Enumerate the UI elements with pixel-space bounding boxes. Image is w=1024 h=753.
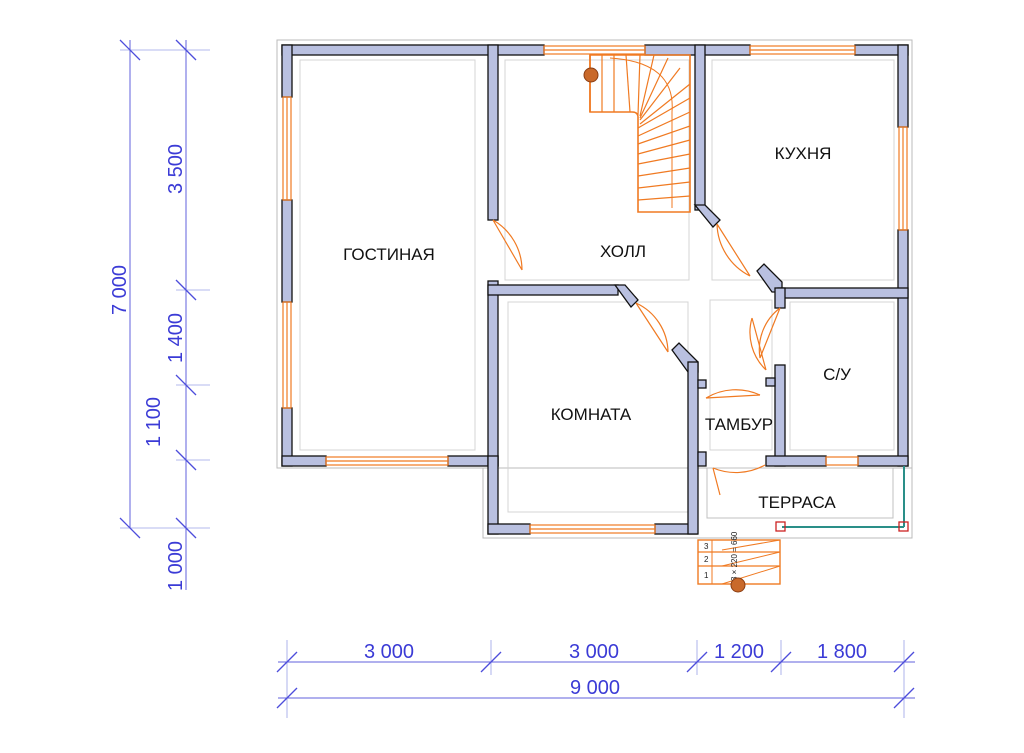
wall-segment: [693, 204, 721, 228]
left-dimensions: 7 000 3 500 1 400 1 100 1 000: [109, 39, 210, 591]
room-label-hall: ХОЛЛ: [600, 242, 646, 261]
wall-segment: [487, 523, 531, 535]
step-note: 3 × 220 = 660: [730, 531, 739, 581]
dimension-width-2: 3 000: [569, 641, 619, 663]
dimension-height-2: 1 400: [165, 313, 187, 363]
wall-segment: [897, 44, 909, 128]
windows: [282, 45, 908, 534]
wall-segment: [487, 44, 499, 221]
door-terrace: [712, 464, 766, 496]
wall-segment: [697, 379, 707, 389]
wall-segment: [281, 44, 545, 56]
porch-steps: 3 2 1 3 × 220 = 660: [697, 531, 781, 593]
wall-segment: [765, 377, 776, 387]
door-room: [635, 302, 669, 353]
porch-start-marker: [730, 577, 746, 593]
staircase: [583, 54, 691, 213]
wall-segment: [281, 44, 293, 98]
door-bathroom: [758, 307, 781, 359]
wall-segment: [897, 229, 909, 467]
dimension-width-3: 1 200: [714, 641, 764, 663]
wall-segment: [487, 284, 619, 296]
dimension-height-1: 3 500: [165, 144, 187, 194]
door-kitchen: [716, 223, 751, 277]
bottom-dimensions: 3 000 3 000 1 200 1 800 9 000: [276, 640, 915, 718]
room-label-terrace: ТЕРРАСА: [758, 493, 836, 512]
wall-segment: [687, 361, 699, 535]
railing-post: [775, 521, 786, 532]
wall-segment: [694, 44, 706, 211]
wall-segment: [281, 199, 293, 303]
dimension-width-total: 9 000: [570, 677, 620, 699]
wall-segment: [756, 263, 783, 293]
room-label-room: КОМНАТА: [551, 405, 632, 424]
step-number-1: 1: [704, 571, 709, 580]
room-labels: ГОСТИНАЯ ХОЛЛ КУХНЯ КОМНАТА ТАМБУР С/У Т…: [343, 144, 851, 512]
doors: [492, 219, 781, 496]
wall-segment: [857, 455, 909, 467]
dimension-width-1: 3 000: [364, 641, 414, 663]
room-label-bathroom: С/У: [823, 365, 851, 384]
dimension-height-4: 1 000: [165, 541, 187, 591]
wall-segment: [487, 455, 499, 535]
room-label-living: ГОСТИНАЯ: [343, 245, 435, 264]
wall-segment: [765, 455, 827, 467]
step-number-2: 2: [704, 555, 709, 564]
dimension-height-3: 1 100: [143, 397, 165, 447]
door-vestibule: [749, 317, 767, 371]
wall-segment: [777, 287, 909, 299]
stair-start-marker: [583, 67, 599, 83]
room-label-kitchen: КУХНЯ: [775, 144, 832, 163]
wall-segment: [281, 455, 327, 467]
room-label-vestibule: ТАМБУР: [705, 415, 773, 434]
terrace-railing: [775, 466, 909, 532]
railing-post: [898, 521, 909, 532]
dimension-width-4: 1 800: [817, 641, 867, 663]
wall-segment: [697, 451, 707, 467]
door-entrance: [705, 389, 761, 399]
wall-segment: [774, 287, 786, 309]
wall-segment: [613, 284, 639, 308]
door-living: [492, 219, 523, 271]
stair-treads: [601, 54, 691, 201]
dimension-height-total: 7 000: [109, 265, 131, 315]
wall-segment: [774, 364, 786, 467]
wall-segment: [487, 280, 499, 467]
window: [825, 456, 859, 466]
step-number-3: 3: [704, 542, 709, 551]
